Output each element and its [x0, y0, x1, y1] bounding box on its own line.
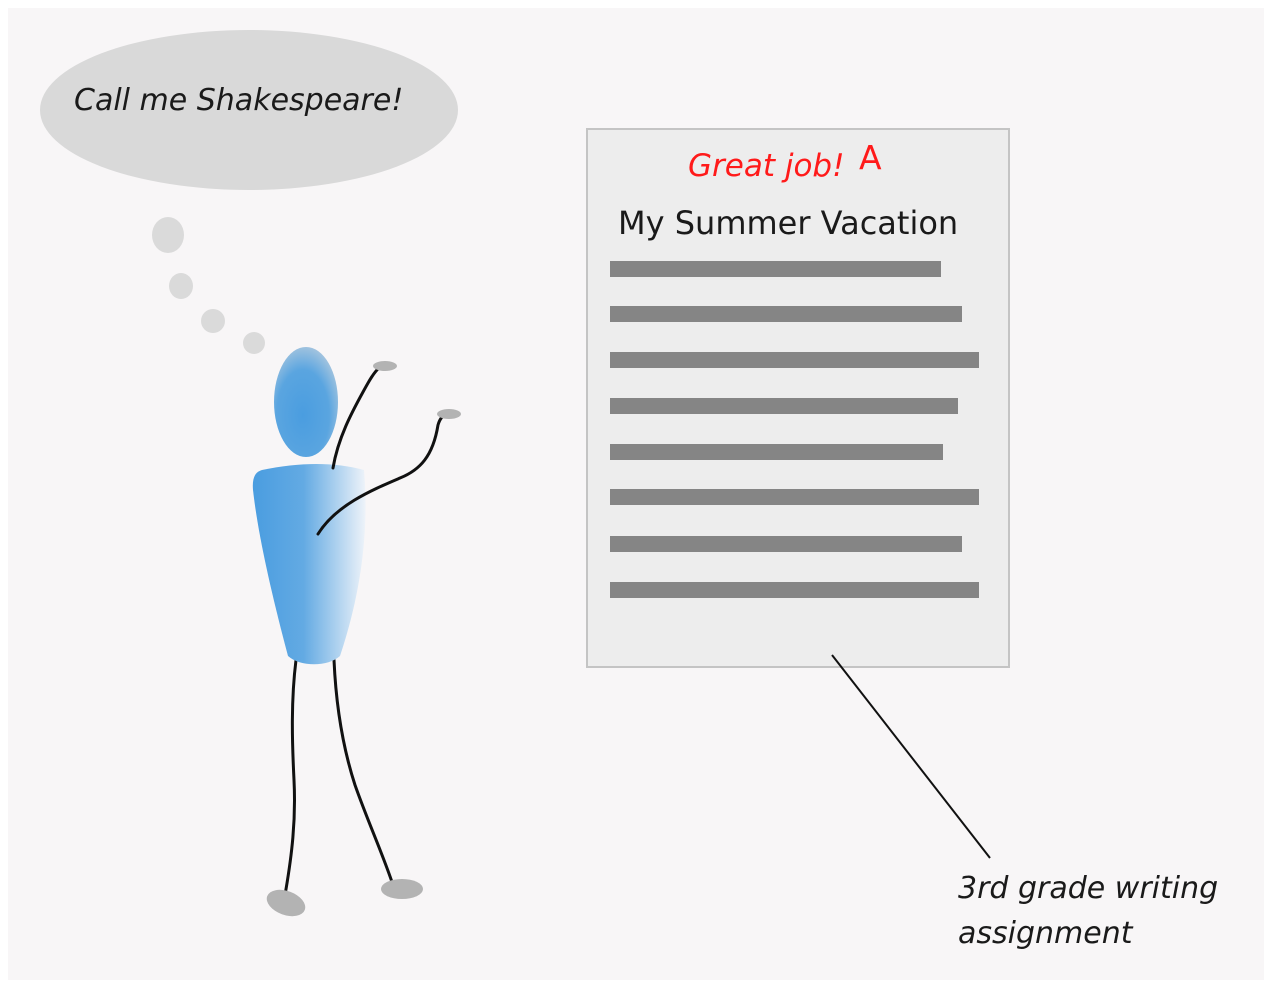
right-foot [381, 879, 423, 899]
caption-line-1: 3rd grade writing [958, 871, 1218, 906]
thought-bubble: Call me Shakespeare! [40, 30, 458, 354]
text-line [610, 444, 943, 460]
text-line [610, 489, 979, 505]
text-line [610, 261, 941, 277]
raised-hand [373, 361, 397, 371]
text-line [610, 536, 962, 552]
paper-title: My Summer Vacation [618, 204, 958, 242]
left-foot [266, 889, 306, 917]
caption-line-2: assignment [958, 916, 1134, 951]
left-leg [283, 658, 298, 897]
pointing-hand [437, 409, 461, 419]
text-line [610, 306, 962, 322]
text-lines [610, 261, 979, 598]
teacher-comment: Great job! [688, 148, 845, 184]
right-leg [332, 658, 395, 887]
thought-dot-2 [169, 273, 193, 299]
stick-figure [252, 347, 461, 917]
speech-bubble-text: Call me Shakespeare! [74, 83, 403, 118]
raised-arm [331, 365, 382, 470]
assignment-paper: Great job! A My Summer Vacation [586, 128, 1010, 668]
speech-bubble [40, 30, 458, 190]
text-line [610, 398, 958, 414]
text-line [610, 582, 979, 598]
thought-dot-3 [201, 309, 225, 333]
caption-leader-line [831, 654, 991, 859]
text-line [610, 352, 979, 368]
grade-letter: A [859, 138, 882, 177]
thought-dot-4 [243, 332, 265, 354]
pointing-arm [316, 412, 449, 536]
figure-head [274, 347, 338, 457]
thought-dot-1 [152, 217, 184, 253]
